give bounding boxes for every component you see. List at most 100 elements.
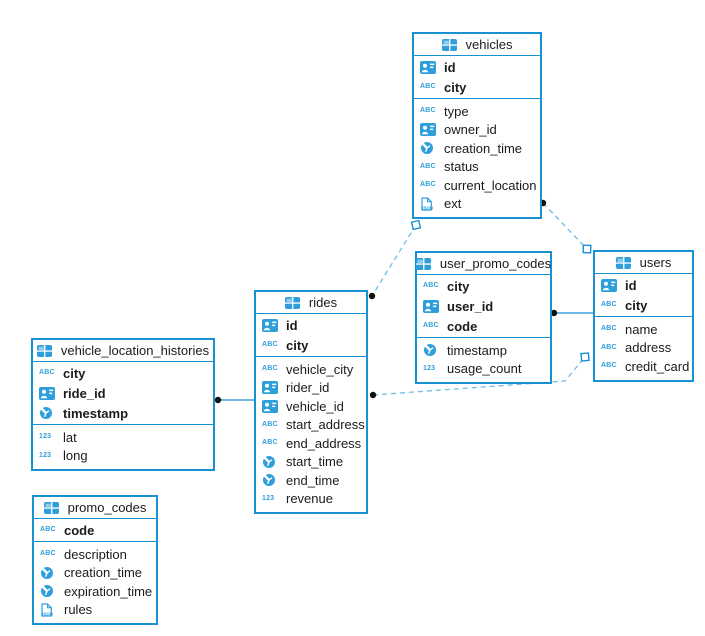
column-name: usage_count bbox=[447, 361, 522, 377]
table-header-user_promo_codes[interactable]: user_promo_codes bbox=[415, 253, 552, 275]
svg-text:JSON: JSON bbox=[421, 205, 433, 210]
column-name: owner_id bbox=[444, 122, 497, 138]
connection-diamond-marker bbox=[410, 219, 422, 231]
column-row: creation_time bbox=[34, 564, 156, 583]
column-name: ride_id bbox=[63, 385, 106, 401]
connection-dot-marker bbox=[214, 396, 222, 404]
column-name: credit_card bbox=[625, 358, 690, 374]
column-name: timestamp bbox=[447, 342, 507, 358]
column-name: city bbox=[625, 297, 648, 313]
relationship-line-rides-to-users bbox=[372, 356, 586, 396]
timestamp-type-icon bbox=[40, 566, 59, 580]
table-name: rides bbox=[308, 295, 338, 310]
column-name: current_location bbox=[444, 177, 537, 193]
text-type-icon: ABC bbox=[420, 83, 436, 90]
id-badge-icon bbox=[262, 381, 281, 395]
column-name: city bbox=[63, 365, 86, 381]
column-name: timestamp bbox=[63, 405, 129, 421]
relationship-line-vehicles-to-rides bbox=[371, 224, 417, 297]
text-type-icon: ABC bbox=[423, 322, 439, 329]
table-header-rides[interactable]: rides bbox=[256, 292, 366, 314]
table-name: promo_codes bbox=[67, 500, 147, 515]
text-type-icon: ABC bbox=[39, 369, 55, 376]
relationship-line-vehicles-to-users bbox=[542, 202, 588, 250]
text-type-icon: ABC bbox=[262, 420, 278, 428]
id-badge-icon bbox=[601, 278, 620, 292]
column-name: ext bbox=[444, 196, 462, 212]
column-row: ABC status bbox=[414, 158, 540, 177]
column-row: timestamp bbox=[33, 403, 213, 423]
column-row: ABC city bbox=[33, 363, 213, 383]
connection-diamond-marker bbox=[580, 352, 590, 362]
timestamp-type-icon bbox=[262, 473, 281, 487]
table-header-promo_codes[interactable]: promo_codes bbox=[34, 497, 156, 519]
table-name: user_promo_codes bbox=[439, 256, 552, 271]
table-header-vehicle_location_histories[interactable]: vehicle_location_histories bbox=[33, 340, 213, 362]
text-type-icon: ABC bbox=[40, 550, 56, 558]
column-row: id bbox=[595, 275, 692, 295]
column-name: city bbox=[447, 278, 470, 294]
column-name: lat bbox=[63, 429, 77, 445]
column-row: end_time bbox=[256, 471, 366, 490]
column-name: user_id bbox=[447, 298, 494, 314]
table-name: users bbox=[639, 255, 672, 270]
number-type-icon: 123 bbox=[39, 433, 52, 441]
text-type-icon: ABC bbox=[601, 343, 617, 351]
column-row: id bbox=[256, 315, 366, 335]
table-icon bbox=[441, 38, 461, 52]
column-row: ride_id bbox=[33, 383, 213, 403]
column-name: creation_time bbox=[444, 140, 523, 156]
column-name: city bbox=[286, 337, 309, 353]
column-name: vehicle_id bbox=[286, 398, 344, 414]
column-name: description bbox=[64, 546, 127, 562]
column-name: id bbox=[625, 277, 637, 293]
column-name: type bbox=[444, 103, 469, 119]
column-name: vehicle_city bbox=[286, 361, 354, 377]
column-name: name bbox=[625, 321, 658, 337]
column-name: city bbox=[444, 79, 467, 95]
column-row: 123 lat bbox=[33, 428, 213, 447]
column-row: ABC description bbox=[34, 545, 156, 564]
id-badge-icon bbox=[423, 299, 442, 313]
text-type-icon: ABC bbox=[420, 162, 436, 170]
id-badge-icon bbox=[262, 399, 281, 413]
table-icon bbox=[43, 501, 63, 515]
table-header-vehicles[interactable]: vehicles bbox=[414, 34, 540, 56]
column-row: id bbox=[414, 57, 540, 77]
id-badge-icon bbox=[262, 318, 281, 332]
column-row: expiration_time bbox=[34, 582, 156, 601]
timestamp-type-icon bbox=[420, 141, 439, 155]
column-name: start_time bbox=[286, 454, 344, 470]
table-header-users[interactable]: users bbox=[595, 252, 692, 274]
text-type-icon: ABC bbox=[262, 439, 278, 447]
connection-diamond-marker bbox=[582, 244, 592, 254]
number-type-icon: 123 bbox=[262, 494, 275, 502]
column-name: creation_time bbox=[64, 565, 143, 581]
column-name: status bbox=[444, 159, 479, 175]
column-name: revenue bbox=[286, 491, 333, 507]
